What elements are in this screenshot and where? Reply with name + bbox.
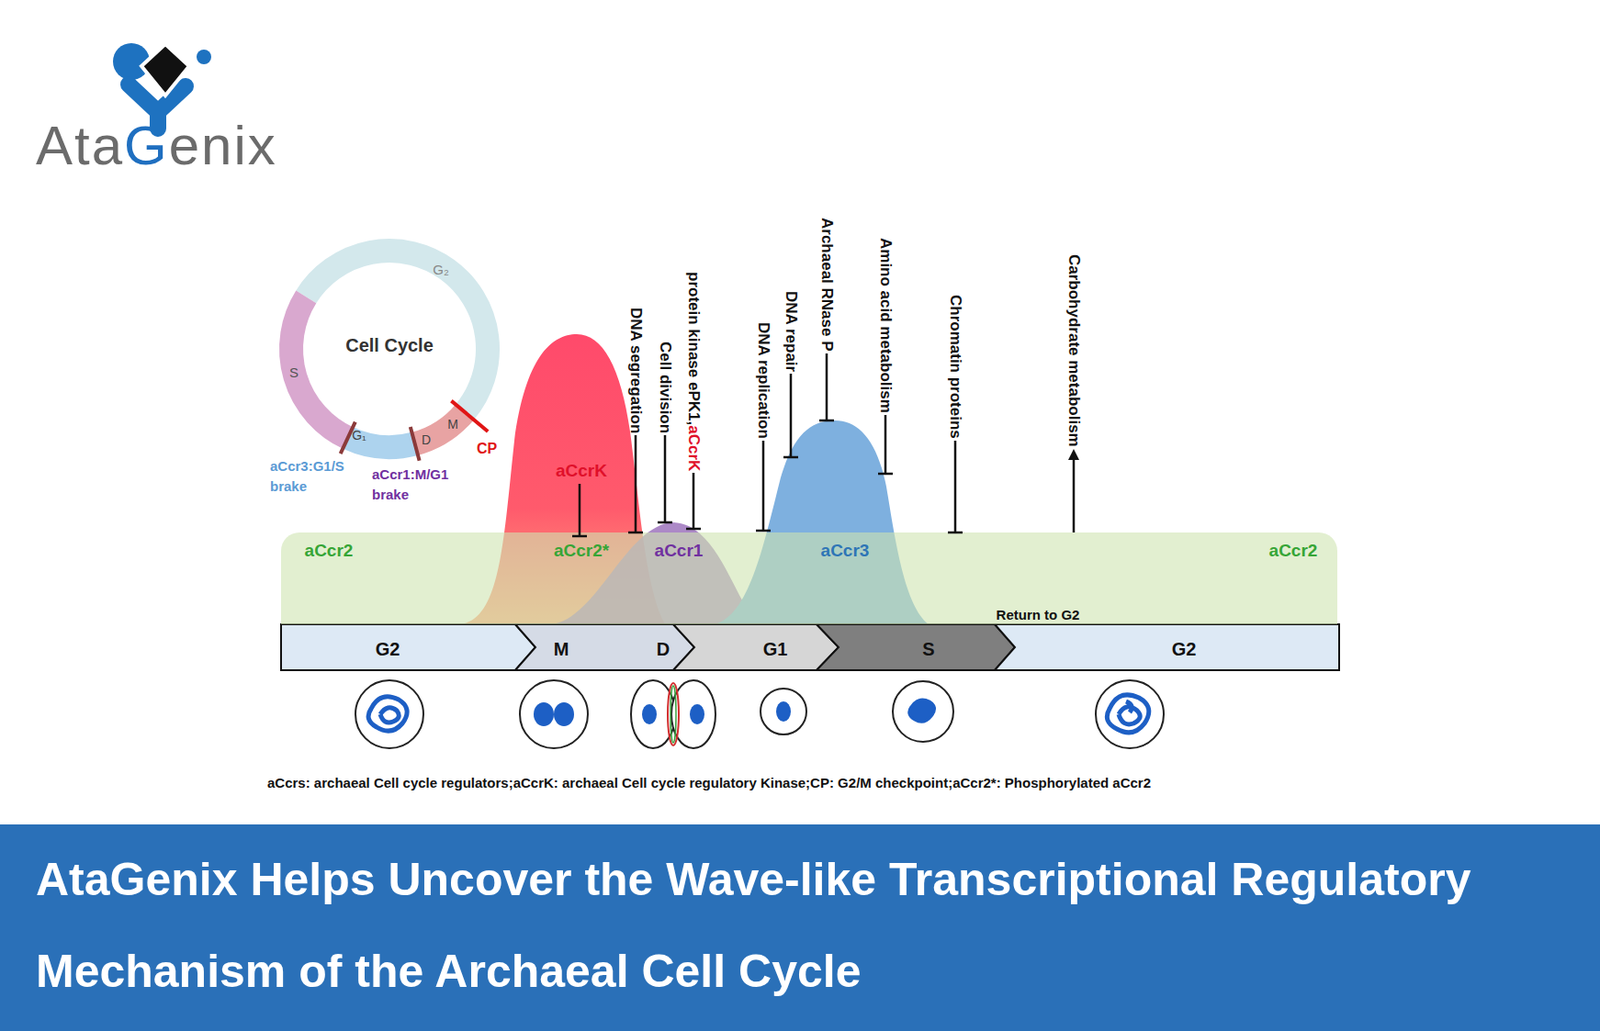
band-label: Return to G2 [996,607,1081,623]
ring-title: Cell Cycle [345,335,434,357]
division-ring [667,683,679,746]
inhibit-line [657,435,673,523]
chromatin [642,704,657,725]
phase-box: G2 [994,624,1340,671]
gene-label: Archaeal RNase P [817,217,836,352]
phase-box: G2 [281,624,536,671]
chromatin [368,697,407,733]
curve-label: aCcr1 [654,540,704,562]
gene-label: DNA replication [754,322,773,440]
phase-mark: D [421,432,431,448]
phase-label: G1 [763,639,789,661]
inhibit-line [947,440,963,533]
phase-label: D [656,639,670,661]
gene-label: DNA segregation [626,307,645,434]
phase-chevron [281,624,536,671]
band-label: aCcr2* [553,540,609,562]
gene-label: DNA repair [781,291,800,372]
phase-label: G2 [1171,639,1197,661]
logo-text: enix [169,114,278,177]
cell-outline [1095,680,1164,749]
division-ring [670,686,677,744]
band-label: aCcr2 [304,540,354,562]
cell-outline [355,680,424,749]
chromatin [909,699,936,722]
shape-outline [281,624,536,671]
chromatin [553,702,575,727]
checkpoint-label: CP [476,440,497,458]
phase-label: M [553,639,570,661]
band-label: aCcr2 [1269,540,1319,562]
phase-label: G2 [375,639,401,661]
phase-box: MD [515,624,695,671]
logo-diamond [141,44,190,96]
title-text: AtaGenix Helps Uncover the Wave-like Tra… [35,833,1561,1018]
gene-label: protein kinase ePK1, [685,271,703,426]
phase-chevron [816,624,1015,671]
title-banner: AtaGenix Helps Uncover the Wave-like Tra… [0,824,1600,1031]
chromatin [1106,695,1149,733]
chromatin [689,704,705,725]
g2-arc [305,250,488,413]
cell-outline [760,688,807,735]
phase-mark: M [447,416,459,432]
inhibit-line [755,440,771,531]
inhibit-line [819,353,834,421]
gene-label: Carbohydrate metabolism [1064,254,1083,448]
cell-outline [519,680,588,749]
phase-chevron [673,624,839,671]
gene-label: aCcrK [685,425,703,472]
phase-chevron [994,624,1340,671]
phase-mark: S [289,364,299,381]
logo-text: Ata [35,114,124,177]
phase-mark: G₁ [351,428,367,443]
cell-icons [355,680,1164,749]
curve-label: aCcrK [555,461,608,482]
gene-label: Chromatin proteins [946,294,965,440]
shape-outline [816,624,1015,671]
gene-label: Cell division [655,341,675,434]
gene-label: Amino acid metabolism [876,237,895,414]
gene-label: protein kinase ePK1,aCcrK [684,271,703,472]
brake-label: aCcr1:M/G1 brake [371,464,469,506]
brake-label: aCcr3:G1/S brake [270,456,358,497]
phase-label: S [922,639,935,661]
regulator-band: aCcr2 aCcr2* Return to G2 aCcr2 [281,532,1338,625]
curve-label: aCcr3 [821,540,870,562]
phase-mark: G₂ [432,261,450,278]
logo-dot-small [196,49,212,65]
s-arc [291,296,349,439]
activate-line [1072,457,1076,533]
chromatin [776,701,791,722]
phase-box: S [816,624,1015,671]
cell-outline [892,681,954,743]
phase-chevron [515,624,695,671]
cycle-ring: Cell Cycle [275,235,504,463]
chromatin [533,702,554,727]
inhibit-line [686,473,701,530]
abbreviation-caption: aCcrs: archaeal Cell cycle regulators;aC… [267,774,1151,793]
phase-box: G1 [673,624,839,671]
arrow-head [1068,449,1080,461]
shape-outline [994,624,1340,671]
shape-outline [673,624,839,671]
